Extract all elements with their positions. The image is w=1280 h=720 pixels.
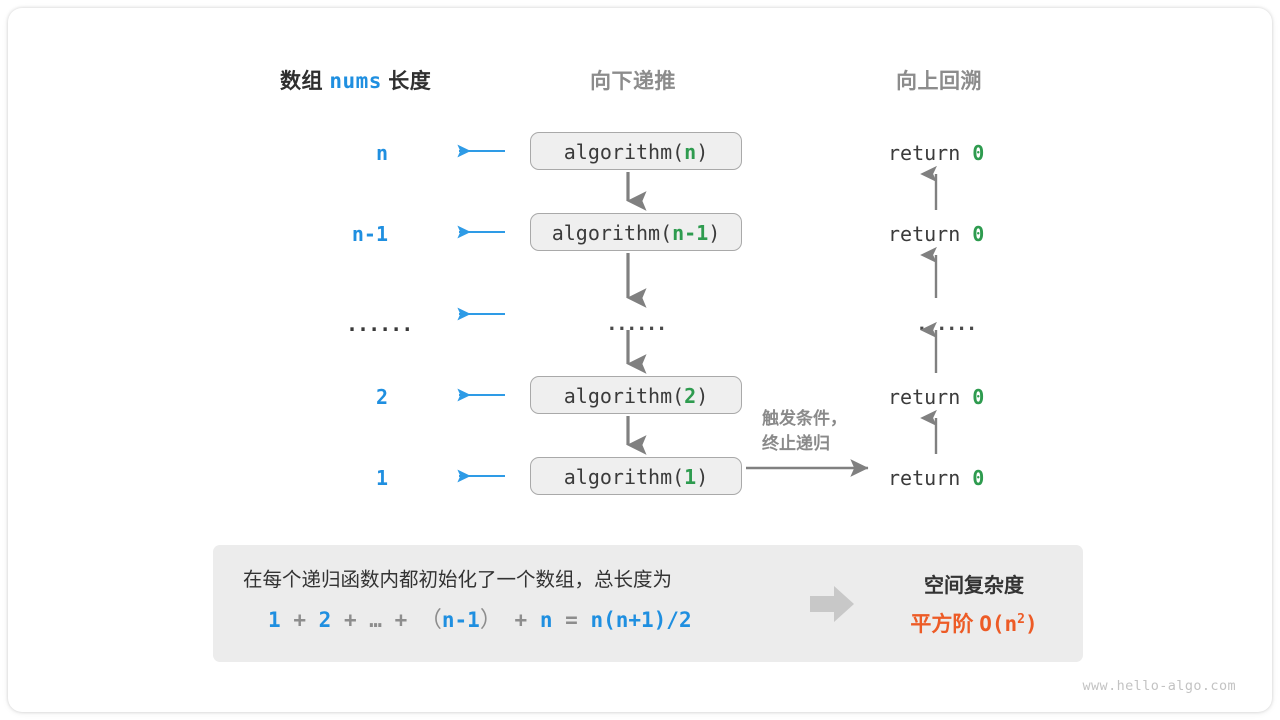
trigger-note-line-1: 触发条件， bbox=[762, 409, 847, 428]
return-value-row-4: 0 bbox=[972, 466, 985, 490]
call-box-row-4[interactable]: algorithm(1) bbox=[530, 457, 742, 495]
formula-op-2: + bbox=[343, 608, 357, 632]
return-value-row-0: 0 bbox=[972, 141, 985, 165]
complexity-notation-tail: ) bbox=[1024, 612, 1038, 636]
formula-paren-close: ） bbox=[479, 608, 502, 633]
header-nums-label: nums bbox=[329, 69, 382, 93]
complexity-label: 平方阶 bbox=[910, 613, 974, 636]
summary-description: 在每个递归函数内都初始化了一个数组，总长度为 bbox=[243, 569, 673, 591]
return-row-3: return 0 bbox=[888, 385, 984, 409]
formula-paren-open: （ bbox=[419, 608, 442, 633]
call-box-row-0[interactable]: algorithm(n) bbox=[530, 132, 742, 170]
header-array-length: 数组 nums 长度 bbox=[280, 65, 431, 95]
formula-result: n(n+1)/2 bbox=[590, 608, 692, 632]
call-name-row-3: algorithm bbox=[563, 384, 673, 408]
call-name-row-1: algorithm bbox=[551, 221, 661, 245]
complexity-value: 平方阶 O(n2) bbox=[880, 608, 1068, 638]
formula-ellipsis: … bbox=[369, 608, 382, 632]
formula-term-1: 1 bbox=[268, 608, 281, 632]
header-left-prefix: 数组 bbox=[280, 70, 323, 93]
length-label-row-4: 1 bbox=[375, 466, 388, 490]
call-box-row-3[interactable]: algorithm(2) bbox=[530, 376, 742, 414]
return-value-row-1: 0 bbox=[972, 222, 985, 246]
call-arg-row-0: n bbox=[684, 140, 697, 164]
return-row-1: return 0 bbox=[888, 222, 984, 246]
header-recurse-down: 向下递推 bbox=[590, 70, 676, 93]
return-value-row-3: 0 bbox=[972, 385, 985, 409]
formula-term-3: n-1 bbox=[441, 608, 480, 632]
return-keyword-row-0: return bbox=[888, 141, 961, 165]
call-name-row-4: algorithm bbox=[563, 465, 673, 489]
formula-term-4: n bbox=[539, 608, 553, 632]
length-label-row-1: n-1 bbox=[351, 222, 388, 246]
formula-equals: = bbox=[565, 608, 578, 632]
call-box-row-1[interactable]: algorithm(n-1) bbox=[530, 213, 742, 251]
trigger-note-line-2: 终止递归 bbox=[762, 434, 830, 453]
length-label-row-3: 2 bbox=[375, 385, 388, 409]
return-row-0: return 0 bbox=[888, 141, 984, 165]
return-keyword-row-4: return bbox=[888, 466, 961, 490]
length-label-row-2-dots: ...... bbox=[346, 312, 413, 336]
complexity-notation: O(n2) bbox=[979, 612, 1037, 636]
formula-op-1: + bbox=[293, 608, 306, 632]
header-left-suffix: 长度 bbox=[388, 70, 432, 93]
trigger-condition-note: 触发条件， 终止递归 bbox=[762, 406, 847, 456]
formula-op-3: + bbox=[394, 608, 408, 632]
header-backtrack-up: 向上回溯 bbox=[896, 70, 982, 93]
return-keyword-row-3: return bbox=[888, 385, 961, 409]
return-row-2-dots: ...... bbox=[916, 313, 977, 335]
formula-term-2: 2 bbox=[318, 608, 332, 632]
call-box-row-2-dots: ...... bbox=[606, 313, 667, 335]
call-name-row-0: algorithm bbox=[563, 140, 673, 164]
complexity-title: 空间复杂度 bbox=[924, 575, 1024, 597]
formula-op-4: + bbox=[514, 608, 528, 632]
summary-formula: 1 + 2 + … + （n-1） + n = n(n+1)/2 bbox=[268, 602, 692, 634]
call-arg-row-3: 2 bbox=[684, 384, 697, 408]
return-keyword-row-1: return bbox=[888, 222, 961, 246]
call-arg-row-1: n-1 bbox=[672, 221, 709, 245]
return-row-4: return 0 bbox=[888, 466, 984, 490]
length-label-row-0: n bbox=[375, 141, 388, 165]
block-arrow-icon bbox=[810, 586, 854, 622]
summary-panel: 在每个递归函数内都初始化了一个数组，总长度为 1 + 2 + … + （n-1）… bbox=[213, 545, 1083, 662]
complexity-exponent: 2 bbox=[1017, 612, 1025, 627]
complexity-notation-head: O(n bbox=[979, 612, 1018, 636]
watermark: www.hello-algo.com bbox=[1082, 678, 1236, 694]
diagram-canvas: 数组 nums 长度 向下递推 向上回溯 n n-1 ...... 2 1 al… bbox=[8, 8, 1272, 712]
call-arg-row-4: 1 bbox=[684, 465, 697, 489]
